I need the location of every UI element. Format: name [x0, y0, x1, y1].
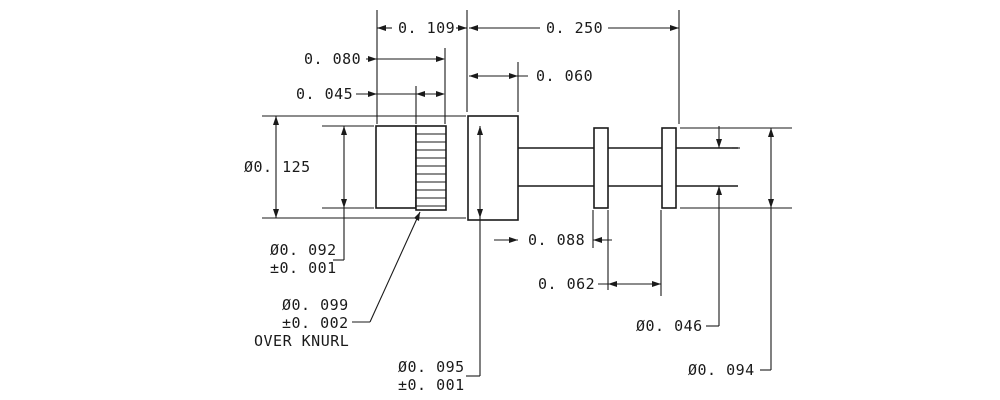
dim-head-width: 0. 060: [536, 67, 593, 85]
knurl-lines: [416, 133, 446, 207]
dim-shoulder-dia: Ø0. 095: [398, 358, 465, 376]
extension-lines: [262, 10, 792, 296]
dim-pin-dia: Ø0. 046: [636, 317, 703, 335]
dim-head-dia: Ø0. 125: [244, 158, 311, 176]
dim-knurl-dia: Ø0. 099: [282, 296, 349, 314]
body-section: [375, 125, 417, 209]
flange-1: [593, 127, 609, 209]
part-outline: [375, 115, 738, 221]
dim-knurl-note: OVER KNURL: [254, 332, 349, 350]
dim-body-dia-1: Ø0. 092: [270, 241, 337, 259]
dim-body-tol-1: ±0. 001: [270, 259, 337, 277]
dimension-labels: 0. 109 0. 250 0. 080 0. 060 0. 045 Ø0. 1…: [244, 19, 755, 394]
arrowheads: [273, 25, 774, 287]
head-section: [467, 115, 519, 221]
dim-overall-right: 0. 250: [546, 19, 603, 37]
dim-shoulder-tol: ±0. 001: [398, 376, 465, 394]
dim-gap-to-groove: 0. 088: [528, 231, 585, 249]
knurl-section: [415, 125, 447, 211]
dim-knurl-width: 0. 045: [296, 85, 353, 103]
dim-groove-pitch: 0. 062: [538, 275, 595, 293]
dim-knurl-tol: ±0. 002: [282, 314, 349, 332]
dim-knurl-start: 0. 080: [304, 50, 361, 68]
dim-flange-dia: Ø0. 094: [688, 361, 755, 379]
dim-overall-left: 0. 109: [398, 19, 455, 37]
dimension-lines: [275, 27, 772, 377]
flange-2: [661, 127, 677, 209]
